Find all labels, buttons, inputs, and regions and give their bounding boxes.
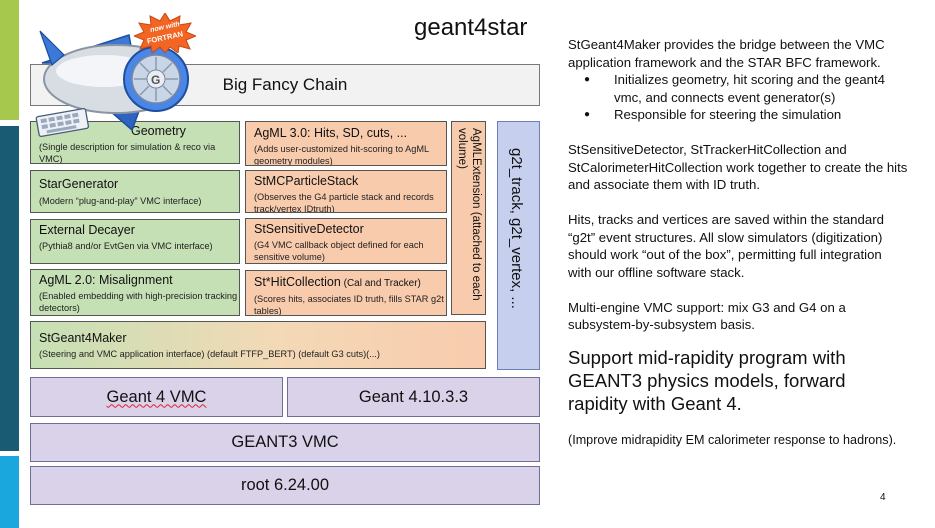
agml-extension-box: AgMLExtension (attached to each volume) <box>451 121 486 315</box>
particle-stack-box: StMCParticleStack (Observes the G4 parti… <box>245 170 447 213</box>
footnote: (Improve midrapidity EM calorimeter resp… <box>568 433 897 447</box>
misalignment-subtitle: (Enabled embedding with high-precision t… <box>39 291 238 313</box>
agml-extension-label: AgMLExtension (attached to each volume) <box>456 128 482 301</box>
accent-bar-green <box>0 0 19 120</box>
agml3-title: AgML 3.0: Hits, SD, cuts, ... <box>254 126 408 140</box>
accent-bar-navy <box>0 126 19 451</box>
geant4-vmc-box: Geant 4 VMC <box>30 377 283 417</box>
slide-title: geant4star <box>414 14 528 41</box>
g2t-paragraph: Hits, tracks and vertices are saved with… <box>568 212 884 280</box>
jet-logo-svg: G <box>35 30 189 138</box>
hit-collection-title-main: St*HitCollection <box>254 275 341 289</box>
agml3-subtitle: (Adds user-customized hit-scoring to AgM… <box>254 144 429 166</box>
bullet-item: Responsible for steering the simulation <box>584 106 908 124</box>
sensitive-detector-paragraph: StSensitiveDetector, StTrackerHitCollect… <box>568 142 908 192</box>
sensitive-detector-title: StSensitiveDetector <box>254 222 364 236</box>
bullet-item: Initializes geometry, hit scoring and th… <box>584 71 908 106</box>
hit-collection-box: St*HitCollection (Cal and Tracker) (Scor… <box>245 270 447 316</box>
accent-bar-cyan <box>0 456 19 528</box>
g2t-box: g2t_track, g2t_vertex, ... <box>497 121 540 370</box>
stgeant4maker-title: StGeant4Maker <box>39 331 127 345</box>
intro-paragraph: StGeant4Maker provides the bridge betwee… <box>568 37 885 70</box>
stgeant4maker-box: StGeant4Maker (Steering and VMC applicat… <box>30 321 486 369</box>
jet-letter: G <box>151 73 160 87</box>
stgeant4maker-subtitle: (Steering and VMC application interface)… <box>39 349 380 359</box>
sensitive-detector-box: StSensitiveDetector (G4 VMC callback obj… <box>245 218 447 264</box>
geant4-version-box: Geant 4.10.3.3 <box>287 377 540 417</box>
geometry-title: Geometry <box>131 124 186 138</box>
hit-collection-title: St*HitCollection (Cal and Tracker) <box>246 271 446 291</box>
fortran-badge: now with FORTRAN <box>134 13 196 53</box>
external-decayer-subtitle: (Pythia8 and/or EvtGen via VMC interface… <box>39 241 213 251</box>
hit-collection-title-note: (Cal and Tracker) <box>340 278 421 289</box>
hit-collection-subtitle: (Scores hits, associates ID truth, fills… <box>254 294 444 316</box>
external-decayer-title: External Decayer <box>39 223 135 237</box>
support-statement: Support mid-rapidity program with GEANT3… <box>568 346 846 414</box>
root-version-box: root 6.24.00 <box>30 466 540 505</box>
geant3-vmc-box: GEANT3 VMC <box>30 423 540 462</box>
bullet-list: Initializes geometry, hit scoring and th… <box>584 71 908 124</box>
misalignment-title: AgML 2.0: Misalignment <box>39 273 173 287</box>
badge-starburst-icon <box>134 13 196 53</box>
agml3-box: AgML 3.0: Hits, SD, cuts, ... (Adds user… <box>245 121 447 166</box>
geometry-subtitle: (Single description for simulation & rec… <box>39 142 216 164</box>
g2t-label: g2t_track, g2t_vertex, ... <box>508 148 525 309</box>
geant4-vmc-label: Geant 4 VMC <box>106 387 207 406</box>
stargenerator-subtitle: (Modern “plug-and-play” VMC interface) <box>39 196 202 206</box>
particle-stack-title: StMCParticleStack <box>254 174 359 188</box>
stargenerator-title: StarGenerator <box>39 177 119 191</box>
particle-stack-subtitle: (Observes the G4 particle stack and reco… <box>254 192 434 213</box>
sensitive-detector-subtitle: (G4 VMC callback object defined for each… <box>254 240 424 262</box>
multi-engine-paragraph: Multi-engine VMC support: mix G3 and G4 … <box>568 299 846 333</box>
external-decayer-box: External Decayer (Pythia8 and/or EvtGen … <box>30 219 240 264</box>
page-number: 4 <box>880 492 886 503</box>
misalignment-box: AgML 2.0: Misalignment (Enabled embeddin… <box>30 269 240 316</box>
stargenerator-box: StarGenerator (Modern “plug-and-play” VM… <box>30 170 240 213</box>
right-text-column: StGeant4Maker provides the bridge betwee… <box>568 36 908 466</box>
google-app-engine-jet-icon: G now with FORTRAN <box>34 5 204 155</box>
